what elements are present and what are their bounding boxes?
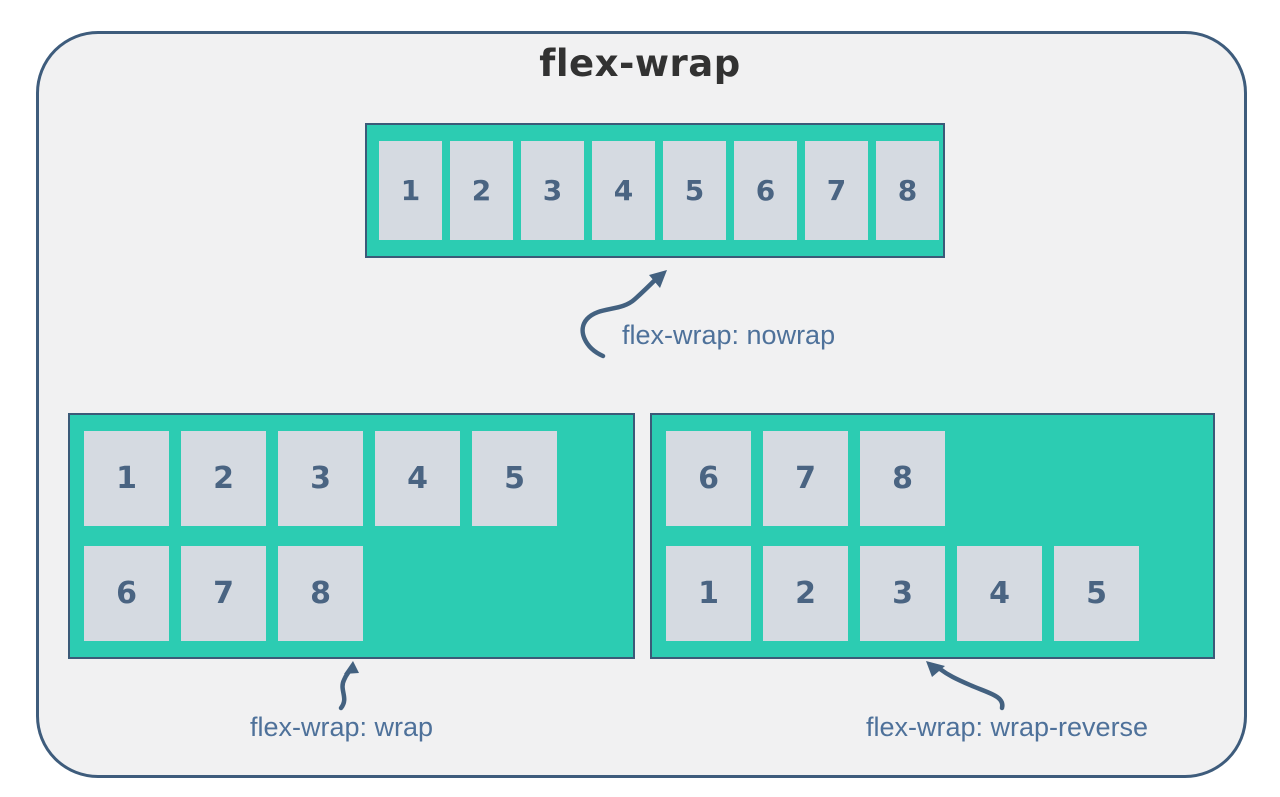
flex-item: 5 [1054,546,1139,641]
flex-item: 1 [666,546,751,641]
wrap-label: flex-wrap: wrap [250,712,434,742]
flex-item: 5 [472,431,557,526]
nowrap-curved-arrow-icon [580,270,667,359]
flex-item: 1 [379,141,442,240]
flex-item: 5 [663,141,726,240]
flex-item: 7 [763,431,848,526]
flex-item: 4 [957,546,1042,641]
flex-item: 2 [450,141,513,240]
wrap-curved-arrow-icon [338,661,359,711]
flex-item: 4 [375,431,460,526]
wrap-reverse-label: flex-wrap: wrap-reverse [866,712,1149,742]
flex-item: 7 [805,141,868,240]
flex-item: 4 [592,141,655,240]
wrap-reverse-curved-arrow-icon [926,661,1005,711]
flex-item: 8 [278,546,363,641]
flex-item: 6 [734,141,797,240]
flex-item: 3 [521,141,584,240]
flex-item: 2 [181,431,266,526]
flex-item: 1 [84,431,169,526]
flex-item: 3 [860,546,945,641]
flex-item: 2 [763,546,848,641]
flex-item: 7 [181,546,266,641]
flex-item: 8 [860,431,945,526]
flex-item: 8 [876,141,939,240]
flex-item: 6 [84,546,169,641]
diagram-title: flex-wrap [539,42,741,85]
flex-item: 3 [278,431,363,526]
flex-item: 6 [666,431,751,526]
nowrap-label: flex-wrap: nowrap [622,320,836,350]
